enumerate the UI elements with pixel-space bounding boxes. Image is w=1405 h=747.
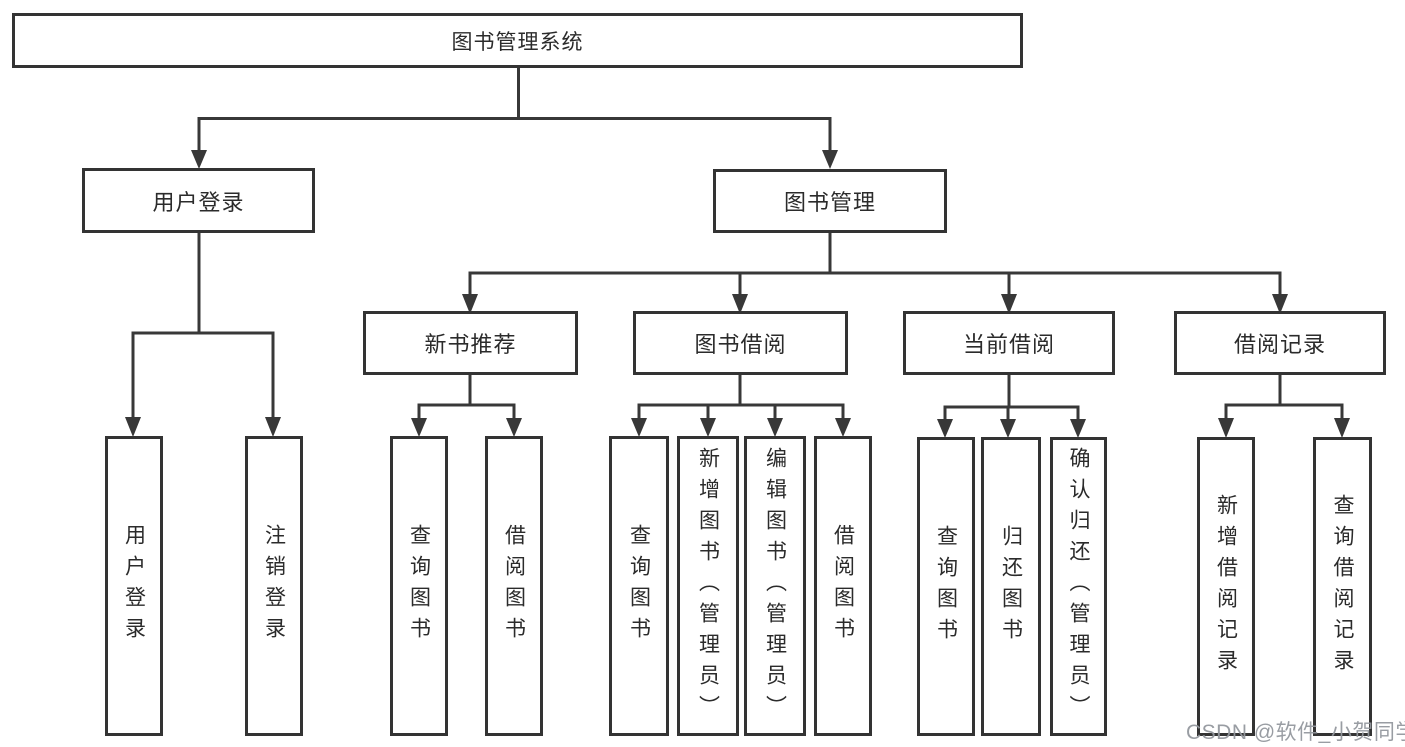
node-current-borrowing-label: 当前借阅	[962, 332, 1055, 357]
leaf-query-book-1-label: 查询图书	[407, 524, 431, 648]
node-user-login-label: 用户登录	[152, 189, 245, 215]
leaf-user-login-label: 用户登录	[122, 524, 146, 648]
leaf-add-book-admin: 新增图书（管理员）	[677, 436, 739, 736]
leaf-user-login: 用户登录	[105, 436, 163, 736]
leaf-query-borrow-record: 查询借阅记录	[1313, 437, 1372, 736]
leaf-add-borrow-record: 新增借阅记录	[1197, 437, 1255, 736]
node-new-book-recommend-label: 新书推荐	[424, 332, 517, 357]
node-book-borrowing-label: 图书借阅	[694, 332, 787, 357]
watermark-text: CSDN @软件_小贺同学	[1186, 721, 1405, 744]
leaf-borrow-book-1: 借阅图书	[485, 436, 543, 736]
leaf-borrow-book-2-label: 借阅图书	[831, 524, 855, 648]
node-new-book-recommend: 新书推荐	[363, 311, 578, 375]
leaf-add-borrow-record-label: 新增借阅记录	[1214, 493, 1238, 680]
node-current-borrowing: 当前借阅	[903, 311, 1115, 375]
leaf-return-book: 归还图书	[981, 437, 1041, 736]
node-borrowing-records-label: 借阅记录	[1233, 332, 1326, 357]
leaf-query-book-2-label: 查询图书	[627, 524, 651, 648]
leaf-confirm-return-admin-label: 确认归还（管理员）	[1067, 447, 1090, 726]
leaf-borrow-book-2: 借阅图书	[814, 436, 872, 736]
leaf-confirm-return-admin: 确认归还（管理员）	[1050, 437, 1107, 736]
leaf-edit-book-admin: 编辑图书（管理员）	[744, 436, 806, 736]
leaf-query-book-2: 查询图书	[609, 436, 669, 736]
node-book-management: 图书管理	[713, 169, 947, 233]
node-borrowing-records: 借阅记录	[1174, 311, 1386, 375]
leaf-edit-book-admin-label: 编辑图书（管理员）	[763, 446, 787, 726]
leaf-query-book-3-label: 查询图书	[934, 524, 958, 649]
node-book-borrowing: 图书借阅	[633, 311, 848, 375]
leaf-query-borrow-record-label: 查询借阅记录	[1331, 493, 1354, 680]
leaf-borrow-book-1-label: 借阅图书	[502, 524, 526, 648]
node-root: 图书管理系统	[12, 13, 1023, 68]
leaf-query-book-1: 查询图书	[390, 436, 448, 736]
node-root-label: 图书管理系统	[451, 30, 584, 54]
leaf-logout: 注销登录	[245, 436, 303, 736]
node-book-management-label: 图书管理	[783, 190, 876, 215]
leaf-add-book-admin-label: 新增图书（管理员）	[696, 446, 720, 726]
leaf-query-book-3: 查询图书	[917, 437, 975, 736]
node-user-login: 用户登录	[82, 168, 315, 233]
leaf-logout-label: 注销登录	[262, 524, 286, 648]
leaf-return-book-label: 归还图书	[999, 524, 1023, 649]
